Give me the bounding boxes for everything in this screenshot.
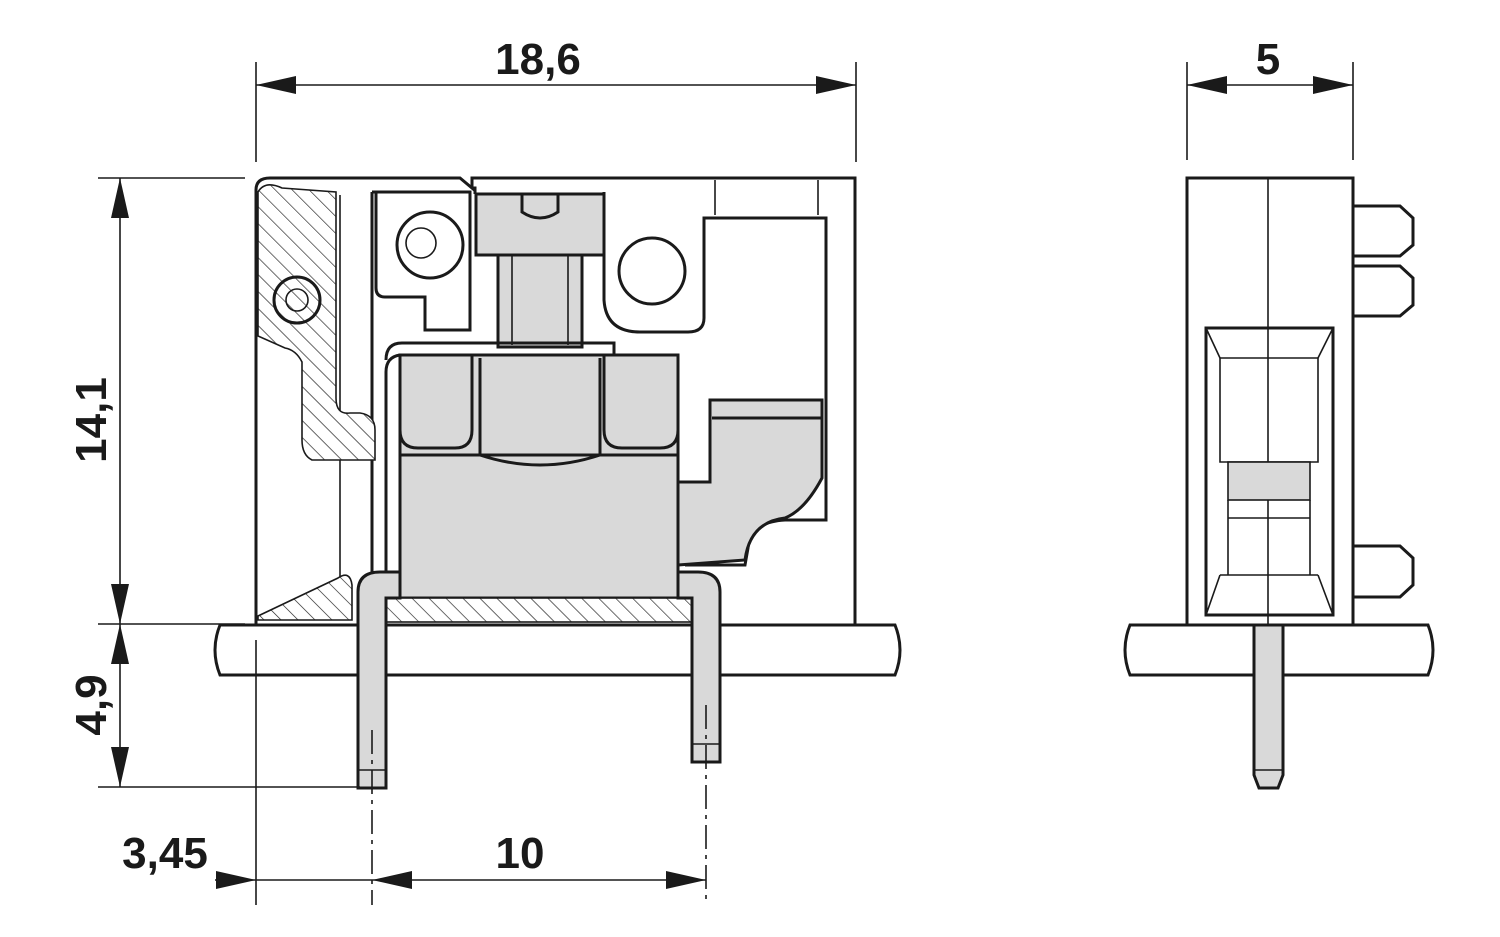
side-peg-3 <box>1353 544 1415 599</box>
side-bevel-3 <box>1205 574 1221 616</box>
clamp-top-right-lobe <box>602 353 680 450</box>
side-peg-1 <box>1353 204 1415 258</box>
side-housing <box>1185 176 1355 627</box>
side-bevel-4 <box>1317 574 1334 616</box>
hatched-base <box>385 597 693 623</box>
arrow-pin-top <box>111 624 129 664</box>
side-opening-inner <box>1219 357 1319 463</box>
arrow-pitch-right <box>666 871 706 889</box>
pin-hole-left-inner <box>285 288 309 312</box>
side-arrow-right <box>1313 76 1353 94</box>
housing-step <box>472 186 477 194</box>
side-peg-2 <box>1353 264 1415 318</box>
hatched-section-left <box>257 184 376 461</box>
solder-pin-right <box>676 570 722 764</box>
arrow-height-top <box>111 178 129 218</box>
arrow-width-right <box>816 76 856 94</box>
upper-inner-contour <box>372 190 472 332</box>
screw-hole-left-inner <box>405 227 437 259</box>
hatched-wedge-bottom <box>257 574 353 621</box>
side-bevel-2 <box>1317 327 1334 359</box>
side-view <box>1123 176 1435 790</box>
arrow-pin-bottom <box>111 747 129 787</box>
pin-hole-left <box>272 275 322 325</box>
screw-slot <box>520 194 560 220</box>
side-solder-pin <box>1252 623 1285 790</box>
arrow-offset-left <box>216 871 256 889</box>
side-bevel-1 <box>1205 327 1221 359</box>
dim-width-label: 18,6 <box>495 35 581 84</box>
screw-hole-left <box>395 210 465 280</box>
front-view <box>213 176 902 905</box>
dim-pitch-label: 10 <box>496 829 545 878</box>
housing-outline <box>254 176 857 627</box>
clamp-top-mid <box>478 358 602 467</box>
side-arrow-left <box>1187 76 1227 94</box>
screw-head <box>474 192 606 257</box>
side-dimensions: 5 <box>1186 35 1354 160</box>
round-hole-right <box>617 236 687 306</box>
dim-pin-label: 4,9 <box>67 674 116 735</box>
dim-height-label: 14,1 <box>67 377 116 463</box>
side-clamp-gray <box>1227 461 1311 501</box>
front-dimensions: 18,6 14,1 4,9 3,45 10 <box>67 35 857 905</box>
side-dim-width-label: 5 <box>1256 35 1280 84</box>
solder-pin-left <box>356 570 402 790</box>
arrow-height-bottom <box>111 584 129 624</box>
lever-part <box>676 398 824 567</box>
clamp-top-left-lobe <box>398 353 474 450</box>
screw-shaft <box>496 253 584 349</box>
pcb-board <box>213 623 902 677</box>
side-pcb-board <box>1123 623 1435 677</box>
dim-offset-label: 3,45 <box>122 829 208 878</box>
arrow-width-left <box>256 76 296 94</box>
